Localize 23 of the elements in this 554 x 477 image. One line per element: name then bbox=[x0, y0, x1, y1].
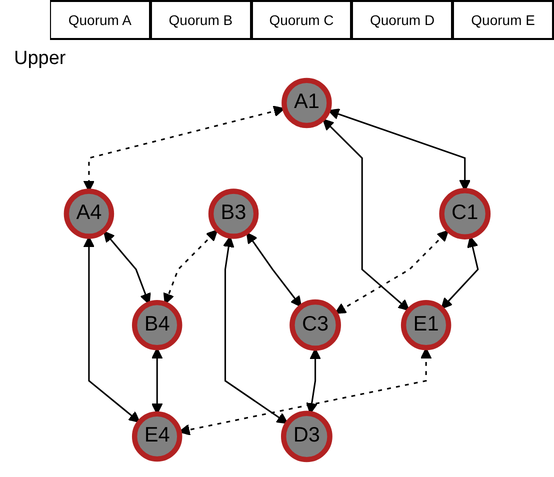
arrow bbox=[246, 232, 302, 308]
arrow bbox=[151, 348, 163, 414]
node-circle: E1 bbox=[400, 300, 451, 350]
node-circle: D3 bbox=[280, 410, 332, 462]
arrow bbox=[163, 230, 218, 305]
arrow bbox=[334, 230, 449, 314]
table-cell: Quorum A bbox=[50, 0, 151, 40]
node-circle: C1 bbox=[438, 188, 490, 240]
table-cell: Quorum B bbox=[150, 0, 252, 40]
table-cell: Quorum C bbox=[252, 0, 352, 40]
table-cell: Quorum D bbox=[352, 0, 454, 40]
node-circle: B3 bbox=[208, 188, 258, 239]
arrow bbox=[440, 236, 479, 310]
section-label: Upper bbox=[14, 48, 67, 70]
node-circle: A4 bbox=[64, 188, 114, 239]
table-cell: Quorum E bbox=[453, 0, 554, 40]
node-circle: A1 bbox=[281, 78, 332, 128]
node-circle: B4 bbox=[132, 300, 182, 350]
arrow bbox=[103, 230, 151, 305]
node-circle: E4 bbox=[132, 411, 182, 462]
arrow bbox=[322, 118, 410, 311]
arrow bbox=[222, 236, 288, 424]
node-circle: C3 bbox=[289, 299, 341, 351]
